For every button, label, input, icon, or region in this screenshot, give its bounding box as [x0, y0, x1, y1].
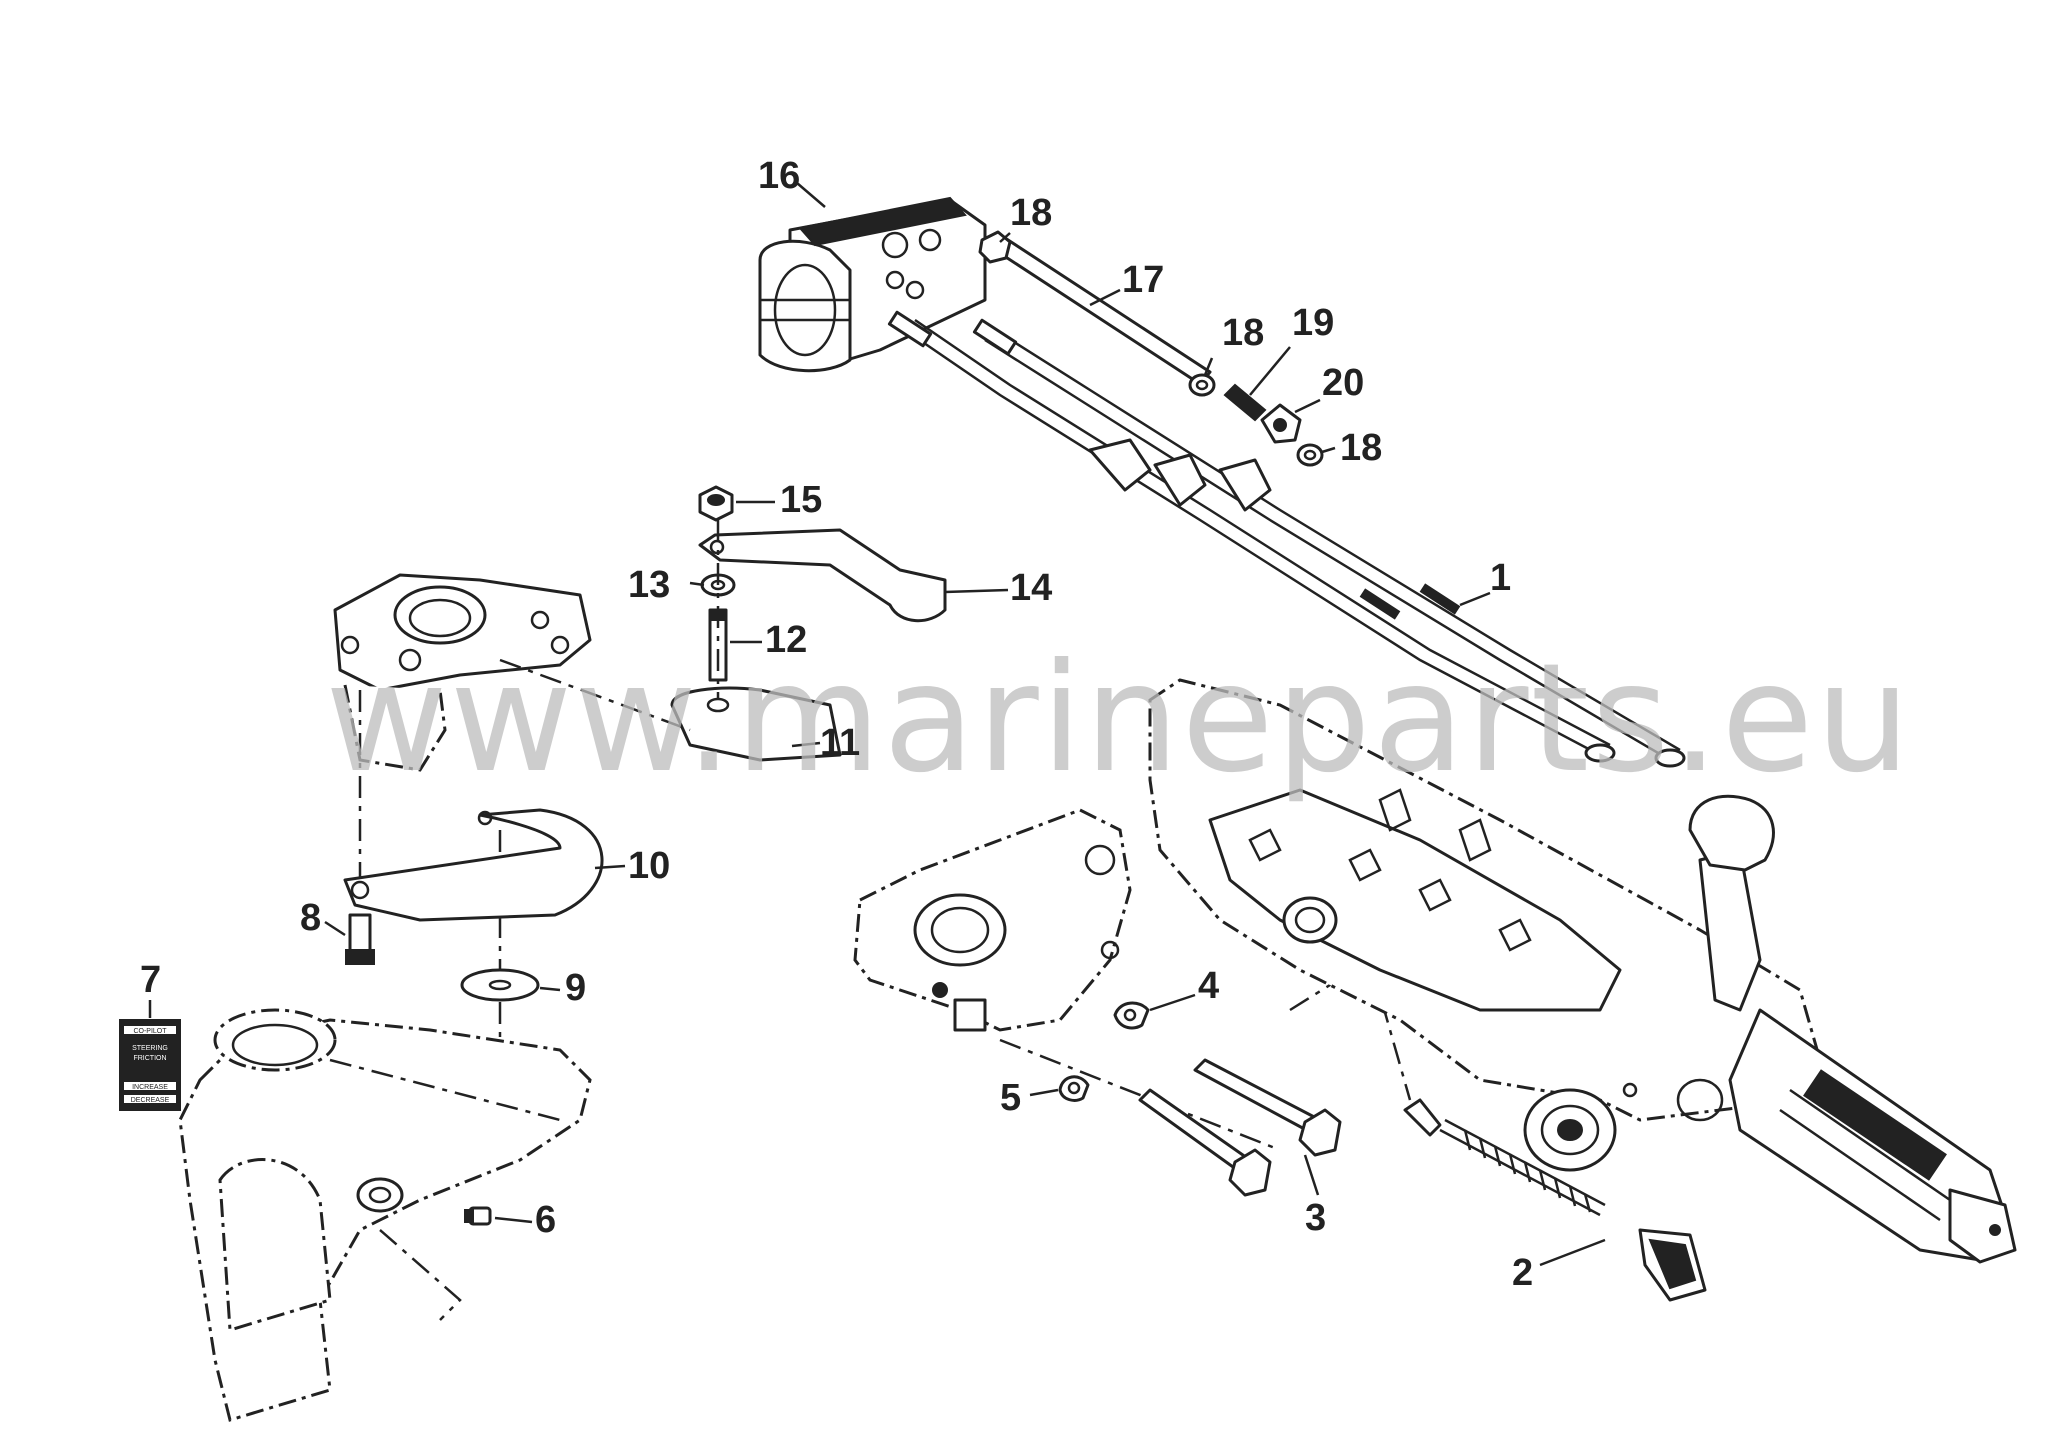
callout-9: 9: [565, 967, 586, 1009]
callout-2: 2: [1512, 1252, 1533, 1294]
part-14-lever: [698, 528, 947, 623]
part-7-decal: CO-PILOT STEERING FRICTION INCREASE DECR…: [119, 1019, 181, 1111]
callout-13: 13: [628, 564, 670, 606]
swivel-housing-lower: [178, 1008, 592, 1422]
part-1-cables: [887, 310, 1686, 768]
callout-1: 1: [1490, 557, 1511, 599]
callout-4: 4: [1198, 965, 1219, 1007]
callout-10: 10: [628, 845, 670, 887]
part-10-ring: [343, 808, 604, 922]
part-2-spring: [1403, 1098, 1707, 1302]
decal-line-3: FRICTION: [133, 1055, 166, 1062]
part-4-clip: [1113, 1001, 1150, 1030]
callout-16: 16: [758, 155, 800, 197]
callout-20: 20: [1322, 362, 1364, 404]
callout-6: 6: [535, 1199, 556, 1241]
callout-17: 17: [1122, 259, 1164, 301]
callout-18-right: 18: [1340, 427, 1382, 469]
callout-18-middle: 18: [1222, 312, 1264, 354]
callout-18-top: 18: [1010, 192, 1052, 234]
callout-8: 8: [300, 897, 321, 939]
steering-bracket-upper: [333, 573, 592, 772]
callout-12: 12: [765, 619, 807, 661]
tiller-handle-assembly: [1148, 678, 2017, 1264]
part-5-clip: [1058, 1075, 1090, 1102]
watermark-text: www.marineparts.eu: [325, 632, 1913, 806]
part-6-fitting: [464, 1206, 492, 1226]
part-8-bolt: [345, 913, 375, 965]
callout-19: 19: [1292, 302, 1334, 344]
part-15-locknut: [698, 485, 734, 522]
part-17-rod: [993, 236, 1212, 386]
decal-line-5: DECREASE: [131, 1097, 170, 1104]
part-16-cable-holder: [758, 196, 987, 373]
part-18-nut-middle: [1188, 373, 1216, 397]
assembly-line-plate: [499, 658, 691, 732]
part-18-nut-right: [1296, 443, 1324, 467]
callout-3: 3: [1305, 1197, 1326, 1239]
leader-lines: [148, 182, 1606, 1267]
callout-11: 11: [820, 722, 860, 764]
decal-line-4: INCREASE: [132, 1084, 168, 1091]
decal-line-2: STEERING: [132, 1045, 168, 1052]
decal-line-1: CO-PILOT: [133, 1028, 167, 1035]
callout-5: 5: [1000, 1077, 1021, 1119]
callout-15: 15: [780, 479, 822, 521]
part-3-bolt-upper: [1193, 1058, 1342, 1157]
callouts: 16 18 17 18 19 20 18 1 15 13 14 12 11 10…: [140, 155, 1533, 1294]
part-9-washer: [460, 968, 540, 1002]
part-3-bolt-lower: [1138, 1088, 1272, 1197]
part-11-plate: [670, 686, 842, 762]
part-19-fitting: [1223, 383, 1267, 422]
part-20-fitting: [1260, 403, 1302, 444]
callout-7: 7: [140, 959, 161, 1001]
assembly-line-bolts: [999, 1038, 1281, 1152]
callout-14: 14: [1010, 567, 1052, 609]
center-bracket: [853, 808, 1132, 1032]
